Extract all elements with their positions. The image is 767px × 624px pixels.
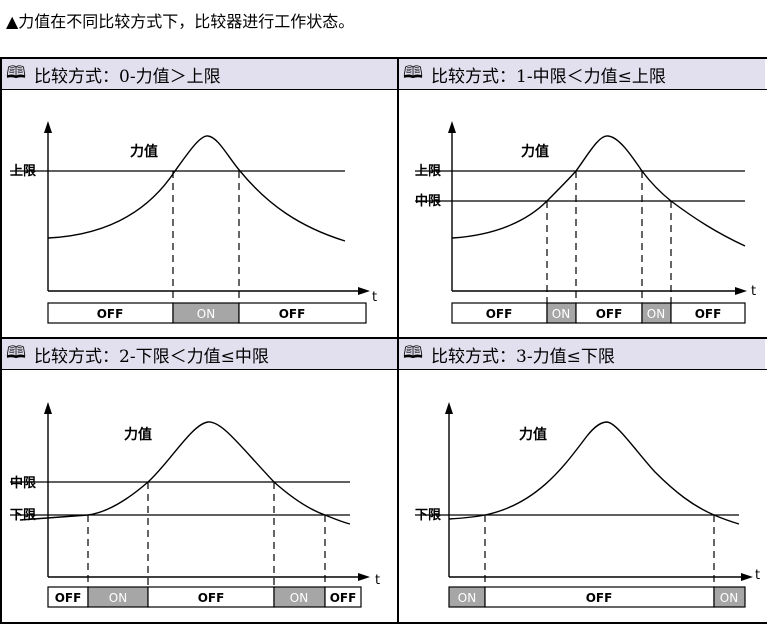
force-curve — [47, 135, 346, 242]
curve-label: 力值 — [130, 143, 158, 160]
axis-label-t: t — [375, 573, 380, 588]
state-label: OFF — [586, 591, 613, 605]
grid-center-divider — [397, 57, 399, 624]
panel-2-title: 比较方式：2-下限＜力值≤中限 — [34, 346, 269, 367]
grid-bottom-border — [0, 622, 767, 624]
panel-1-header: 🕮 比较方式：1-中限＜力值≤上限 — [399, 59, 765, 89]
state-segment-off — [324, 586, 362, 608]
figure-caption: ▲力值在不同比较方式下，比较器进行工作状态。 — [6, 12, 355, 31]
axis-label-t: t — [372, 290, 377, 305]
curve-label: 力值 — [124, 426, 152, 443]
grid-left-border — [0, 57, 2, 624]
state-label: OFF — [695, 307, 722, 321]
state-segment-off — [670, 302, 746, 324]
force-curve — [19, 421, 351, 525]
level-label-lower: 下限 — [10, 508, 37, 523]
book-icon: 🕮 — [403, 342, 424, 363]
panel-0-header: 🕮 比较方式：0-力值＞上限 — [2, 59, 397, 89]
curve-label: 力值 — [519, 426, 547, 443]
state-label: OFF — [279, 307, 306, 321]
panel-1-title: 比较方式：1-中限＜力值≤上限 — [431, 66, 666, 87]
panel-3-diagram: t 力值 下限 ON OFF ON — [415, 402, 760, 608]
x-axis — [48, 573, 370, 581]
state-label: ON — [552, 307, 570, 321]
comparison-grid: 🕮 比较方式：0-力值＞上限 🕮 比较方式：1-中限＜力值≤上限 🕮 比较方式：… — [0, 57, 767, 624]
axis-label-t: t — [751, 284, 756, 299]
state-label: ON — [720, 591, 738, 605]
y-axis — [44, 121, 52, 291]
book-icon: 🕮 — [6, 62, 27, 83]
state-segment-on — [713, 586, 746, 608]
state-label: ON — [647, 307, 665, 321]
level-label-upper: 上限 — [10, 164, 37, 179]
state-label: ON — [290, 591, 308, 605]
force-curve — [451, 135, 746, 247]
panel-3-title: 比较方式：3-力值≤下限 — [431, 346, 615, 367]
y-axis — [44, 402, 52, 577]
panel-0-diagram: t 力值 上限 OFF ON OFF — [10, 121, 377, 324]
state-segment-off — [238, 302, 367, 324]
grid-middle-border — [0, 337, 767, 339]
header-rule-bottom — [0, 369, 767, 370]
x-axis — [452, 287, 747, 295]
state-label: OFF — [97, 307, 124, 321]
state-label: OFF — [596, 307, 623, 321]
axis-label-t: t — [755, 568, 760, 583]
x-axis — [449, 573, 753, 581]
state-label: ON — [109, 591, 127, 605]
state-label: ON — [458, 591, 476, 605]
state-strip: OFF ON OFF — [47, 302, 367, 324]
curve-label: 力值 — [521, 143, 549, 160]
book-icon: 🕮 — [403, 62, 424, 83]
state-label: OFF — [486, 307, 513, 321]
level-label-middle: 中限 — [415, 193, 442, 209]
force-curve — [448, 421, 740, 525]
state-label: OFF — [55, 591, 82, 605]
y-axis — [445, 402, 453, 577]
panel-2-diagram: t 力值 中限 下限 OFF ON OFF ON OFF — [10, 402, 380, 608]
state-strip: ON OFF ON — [448, 586, 746, 608]
panel-1-diagram: t 力值 上限 中限 OFF ON OFF ON OFF — [415, 121, 756, 324]
panel-0-title: 比较方式：0-力值＞上限 — [34, 66, 221, 87]
y-axis — [448, 121, 456, 291]
level-label-upper: 上限 — [415, 164, 442, 179]
state-label: OFF — [330, 591, 357, 605]
state-strip: OFF ON OFF ON OFF — [47, 586, 362, 608]
grid-top-border — [0, 57, 767, 59]
state-label: OFF — [198, 591, 225, 605]
state-label: ON — [197, 307, 215, 321]
book-icon: 🕮 — [6, 342, 27, 363]
level-label-middle: 中限 — [10, 475, 37, 491]
panel-2-header: 🕮 比较方式：2-下限＜力值≤中限 — [2, 339, 397, 369]
state-strip: OFF ON OFF ON OFF — [451, 302, 746, 324]
level-label-lower: 下限 — [415, 508, 442, 523]
panel-3-header: 🕮 比较方式：3-力值≤下限 — [399, 339, 765, 369]
header-rule-top — [0, 89, 767, 90]
x-axis — [48, 287, 370, 295]
